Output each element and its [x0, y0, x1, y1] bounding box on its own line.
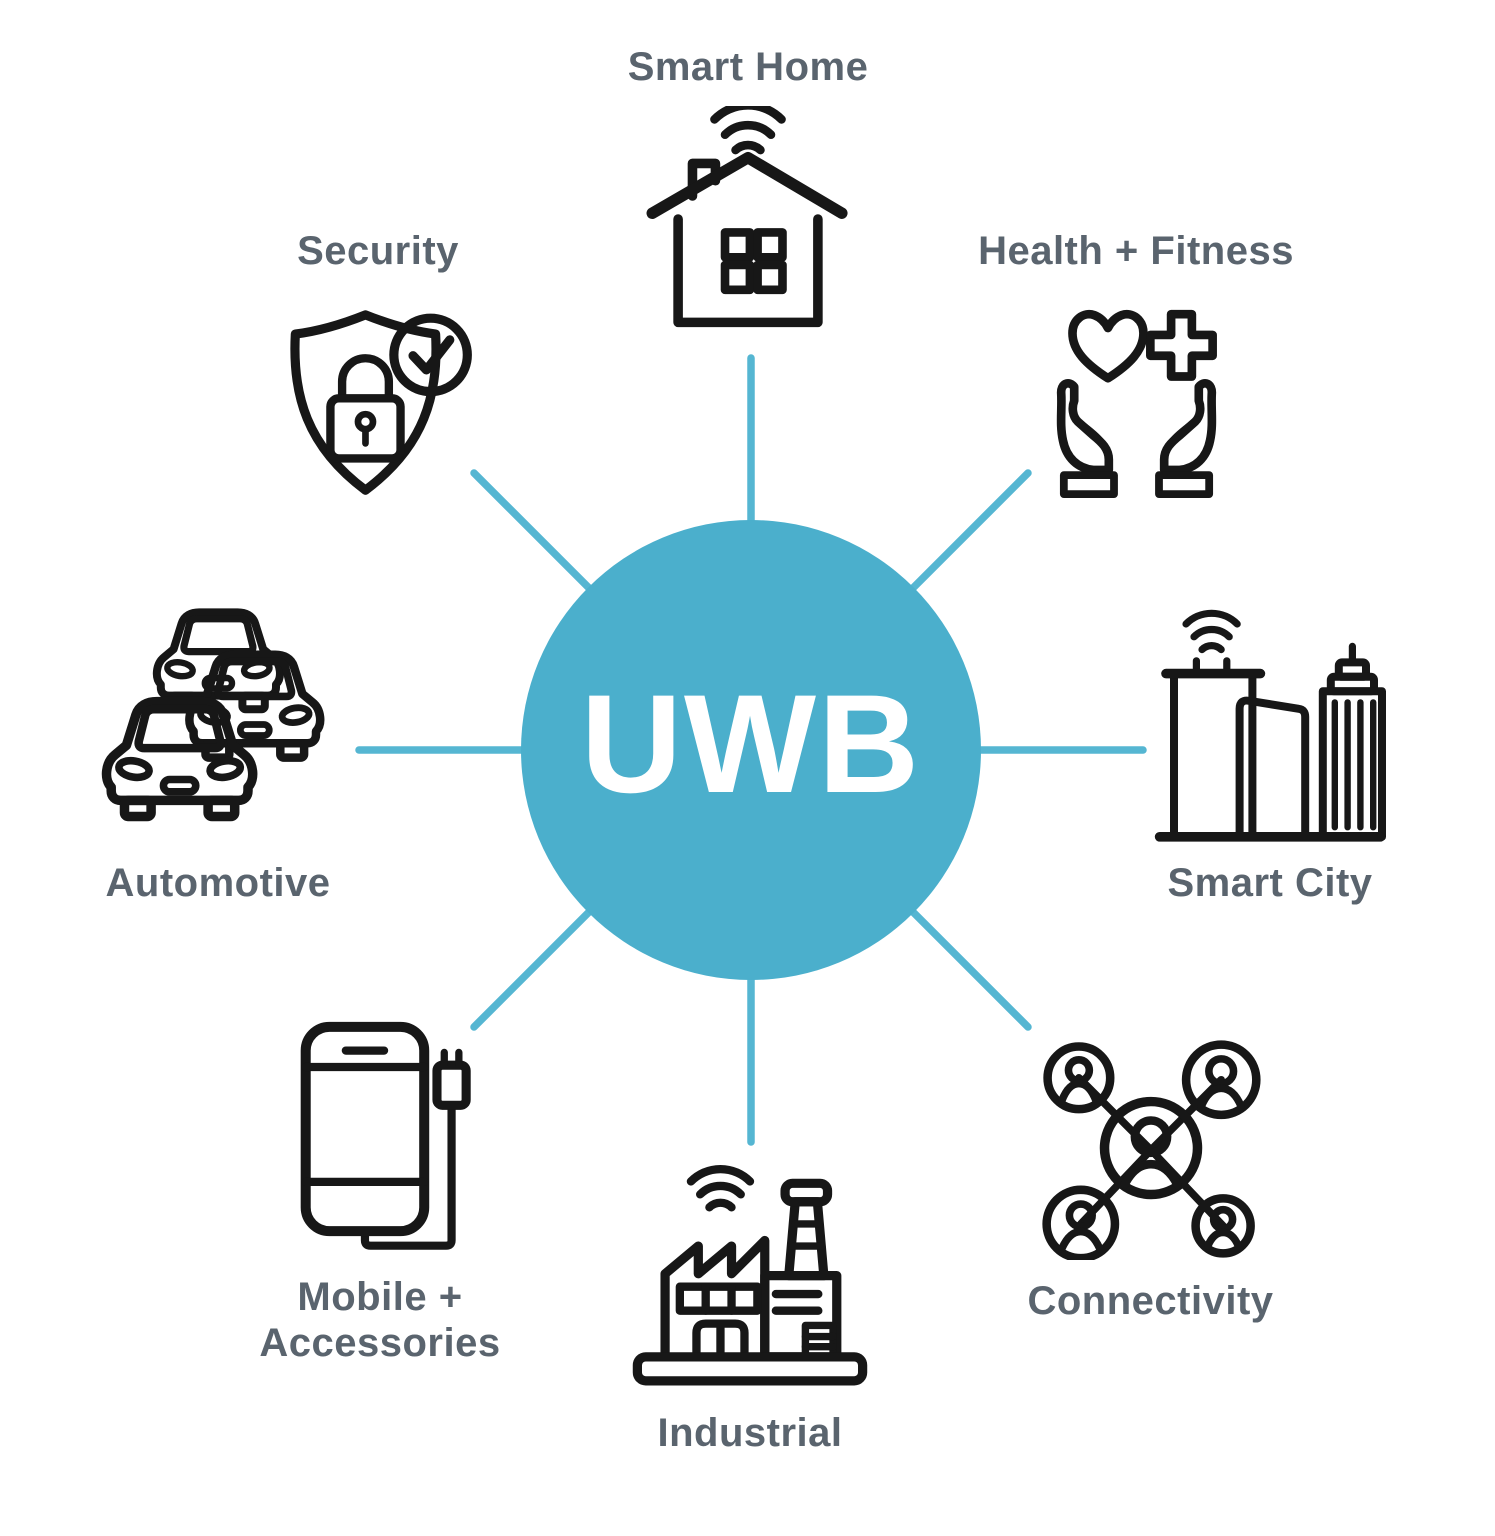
uwb-hub-label: UWB: [580, 665, 922, 822]
cars-icon: [98, 606, 338, 846]
mobile-accessories-label-line2: Accessories: [259, 1321, 501, 1365]
smart-home-label: Smart Home: [627, 45, 869, 89]
connectivity-label: Connectivity: [1027, 1279, 1274, 1323]
node-mobile-accessories: Mobile + Accessories: [252, 1014, 508, 1366]
uwb-hub: UWB: [521, 520, 981, 980]
shield-lock-check-icon: [290, 310, 472, 495]
health-fitness-label: Health + Fitness: [978, 229, 1294, 273]
phone-charger-icon: [300, 1021, 471, 1250]
automotive-label: Automotive: [105, 861, 331, 905]
hands-heart-cross-icon: [1056, 309, 1217, 508]
node-security: Security: [253, 228, 503, 510]
node-connectivity: Connectivity: [1018, 1038, 1283, 1324]
mobile-accessories-label: Mobile + Accessories: [259, 1274, 500, 1366]
mobile-accessories-label-line1: Mobile +: [297, 1275, 463, 1319]
city-buildings-wifi-icon: [1154, 609, 1386, 842]
industrial-label: Industrial: [657, 1411, 843, 1455]
smart-city-label: Smart City: [1167, 861, 1373, 905]
people-network-icon: [1041, 1040, 1261, 1260]
node-industrial: Industrial: [618, 1158, 882, 1456]
node-smart-city: Smart City: [1120, 600, 1420, 906]
house-wifi-icon: [646, 106, 848, 328]
security-label: Security: [297, 229, 459, 273]
node-automotive: Automotive: [78, 606, 358, 906]
node-health-fitness: Health + Fitness: [960, 228, 1312, 508]
factory-wifi-icon: [632, 1165, 868, 1386]
node-smart-home: Smart Home: [573, 44, 923, 331]
middle-building-windows: [1251, 723, 1301, 817]
